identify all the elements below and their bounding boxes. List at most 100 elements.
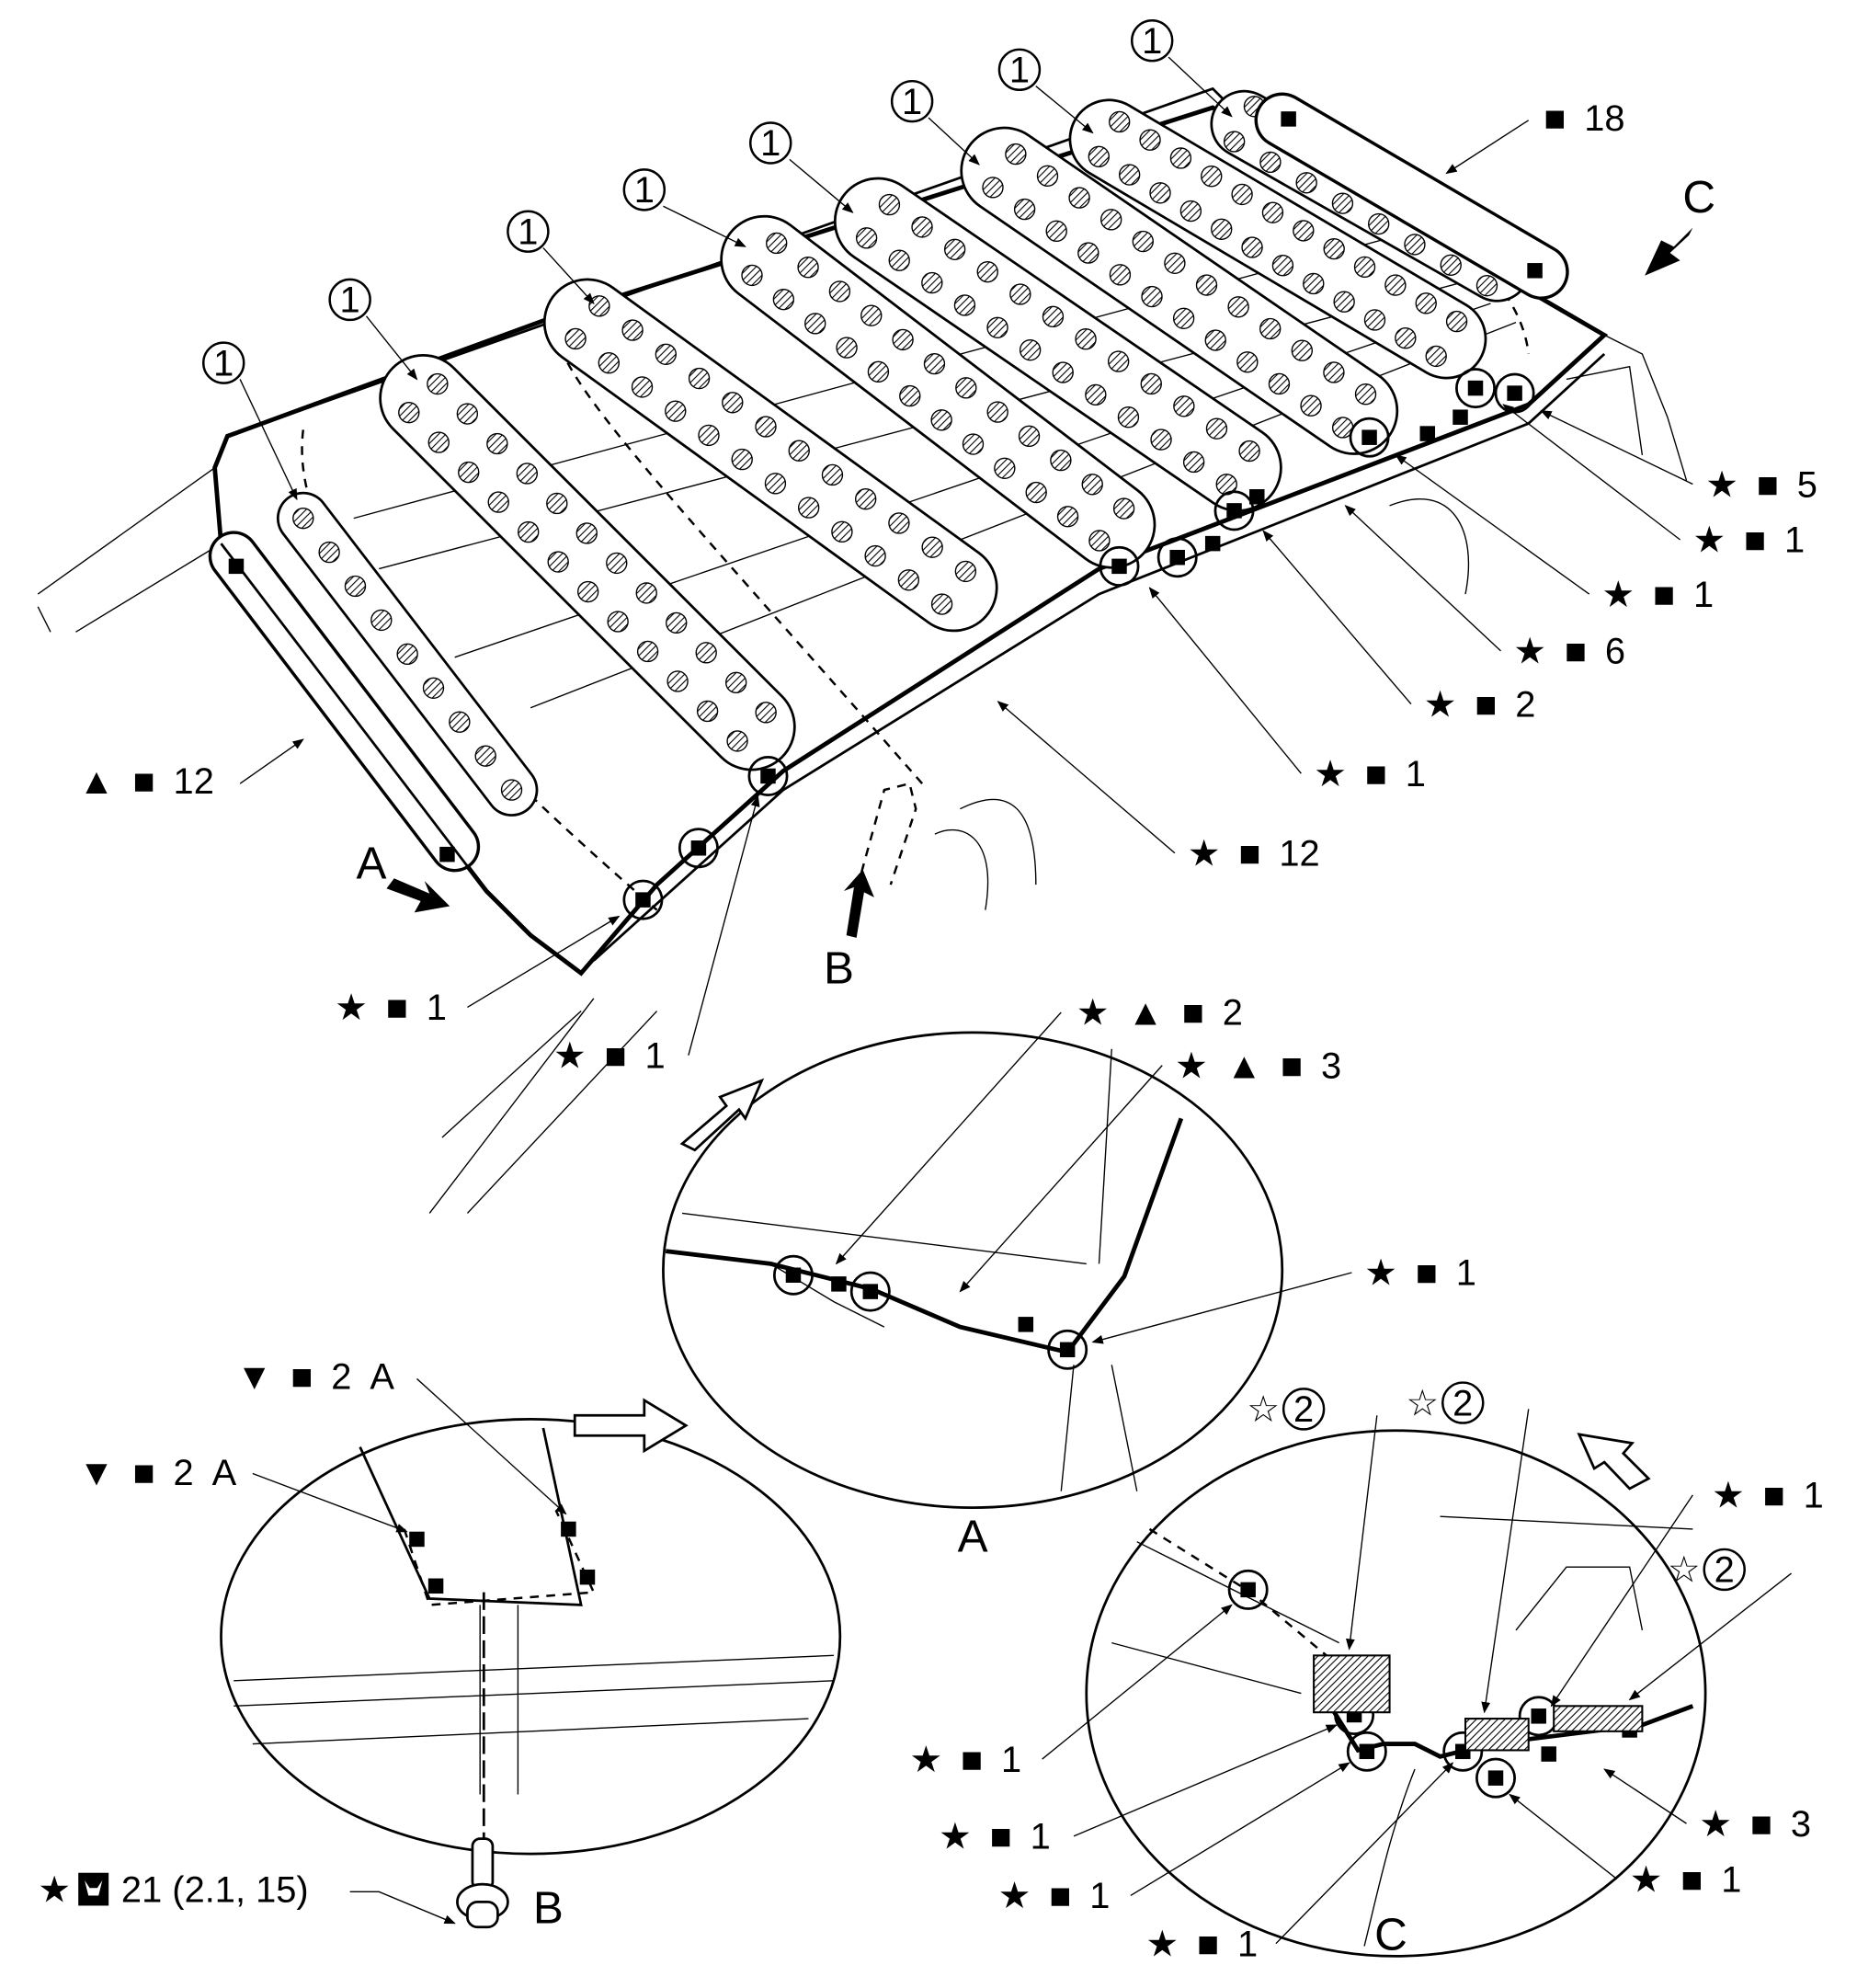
- detail-b-view: [220, 1418, 842, 1929]
- sealer-dot: [741, 264, 763, 287]
- sealer-dot: [1231, 183, 1253, 206]
- sealer-dot: [1205, 417, 1228, 440]
- weld-spec-callout: ▼ ■ 2 A: [78, 1453, 408, 1533]
- sealer-dot: [487, 491, 509, 513]
- leader-line: [835, 1011, 1062, 1265]
- weld-point-marker: [1169, 549, 1185, 566]
- sealer-dot: [1475, 274, 1498, 297]
- callout-label: ★ ■ 1: [1692, 520, 1805, 561]
- weld-circle: [1156, 537, 1198, 578]
- weld-point-marker: [760, 768, 776, 784]
- weld-spec-callout: ★ ■ 1: [1502, 404, 1805, 561]
- callout-label: ★ ■ 1: [998, 1876, 1111, 1916]
- part-number: 1: [518, 211, 538, 252]
- part-number: 1: [1142, 21, 1162, 62]
- leader-line: [1540, 410, 1693, 486]
- sealer-dot: [911, 216, 933, 238]
- sealer-dot: [1100, 209, 1122, 231]
- callout-label: ★ ■ 2: [1424, 684, 1536, 725]
- sealer-dot: [575, 522, 598, 544]
- sealer-dot: [836, 337, 858, 359]
- sealer-dot: [1052, 361, 1074, 383]
- sealer-dot: [1268, 372, 1291, 395]
- sealer-dot: [1323, 237, 1345, 260]
- weld-point-marker: [1204, 535, 1221, 552]
- sealer-dot: [1045, 220, 1067, 243]
- circled-number-icon: [328, 278, 371, 322]
- weld-point-marker: [1507, 385, 1522, 401]
- sealer-dot: [1139, 129, 1161, 151]
- sealer-dot: [1333, 291, 1355, 313]
- sealer-dot: [292, 507, 314, 530]
- sealer-dot: [1363, 309, 1386, 331]
- weld-point-marker: [1541, 1746, 1556, 1762]
- sealer-dot: [1295, 172, 1317, 194]
- weld-spec-callout: ★ ■ 1: [1395, 454, 1714, 615]
- reinforcement-strip: [542, 278, 998, 633]
- leader-line: [663, 205, 746, 247]
- sealer-dot: [564, 327, 587, 350]
- sealer-dot: [344, 575, 367, 598]
- sealer-dot: [828, 280, 851, 303]
- detail-c-arrow-icon: [1577, 1433, 1651, 1491]
- sealer-dot: [1353, 256, 1376, 279]
- sealer-dot: [976, 260, 998, 283]
- detail-a-arrow-icon: [679, 1078, 765, 1152]
- open-star-icon: ☆: [1406, 1383, 1439, 1423]
- sealer-dot: [1425, 345, 1447, 368]
- sealer-dot: [1088, 145, 1110, 167]
- reinforcement-strip: [720, 214, 1156, 569]
- part-number: 1: [760, 123, 780, 164]
- part-number-callout: ☆2: [1406, 1381, 1530, 1714]
- sealer-dot: [1415, 292, 1437, 314]
- sealer-dot: [1050, 449, 1072, 472]
- weld-circle: [1227, 1569, 1269, 1610]
- circled-number-icon: [622, 168, 666, 211]
- detail-a-view: [662, 1031, 1284, 1509]
- weld-point-marker: [1018, 1317, 1034, 1332]
- leader-line: [1345, 1415, 1378, 1651]
- weld-circle: [1099, 545, 1140, 587]
- sealer-dot: [1107, 350, 1130, 372]
- sealer-dot: [1303, 272, 1325, 295]
- weld-circle: [849, 1271, 891, 1312]
- sealer-dot: [878, 193, 901, 216]
- leader-line: [1091, 1272, 1352, 1344]
- part-number-callout: ☆2: [1247, 1388, 1378, 1651]
- part-number-callout: 1: [749, 121, 854, 213]
- circled-number-icon: [1703, 1548, 1746, 1592]
- weld-circle: [1346, 1731, 1387, 1772]
- leader-line: [239, 379, 298, 501]
- sealer-dot: [1088, 530, 1111, 552]
- weld-point-marker: [1487, 1770, 1504, 1786]
- sealer-dot: [986, 316, 1008, 338]
- part-number-callout: ☆2: [1628, 1548, 1792, 1701]
- sealer-dot: [695, 642, 717, 664]
- sealer-dot: [486, 432, 508, 455]
- sealer-dot: [860, 304, 883, 326]
- leader-line: [1148, 587, 1302, 774]
- leader-line: [365, 315, 418, 381]
- sealer-dot: [588, 295, 610, 317]
- leader-line: [1042, 1604, 1233, 1760]
- part-number: 1: [902, 82, 922, 122]
- leader-line: [1275, 1762, 1454, 1945]
- weld-spec-callout: ▲ ■ 12: [78, 738, 304, 802]
- sealer-dot: [930, 593, 953, 615]
- sealer-dot: [1150, 428, 1172, 451]
- part-number-callout: 1: [622, 168, 746, 247]
- sealer-dot: [899, 384, 921, 407]
- weld-circle: [1475, 1757, 1516, 1799]
- sealer-dot: [1368, 212, 1390, 235]
- callout-label: ■ 18: [1544, 98, 1624, 139]
- sealer-dot: [1005, 143, 1027, 166]
- sealer-dot: [398, 401, 420, 424]
- weld-point-marker: [579, 1569, 596, 1585]
- sealer-dot: [1236, 351, 1259, 373]
- leader-line: [1509, 1793, 1618, 1880]
- leader-line: [239, 738, 304, 784]
- weld-spec-callout: ★ ■ 1: [335, 915, 621, 1028]
- callout-label: ★ ■ 1: [1145, 1924, 1258, 1964]
- sealer-dot: [1195, 274, 1218, 296]
- sealer-dot: [1384, 274, 1407, 296]
